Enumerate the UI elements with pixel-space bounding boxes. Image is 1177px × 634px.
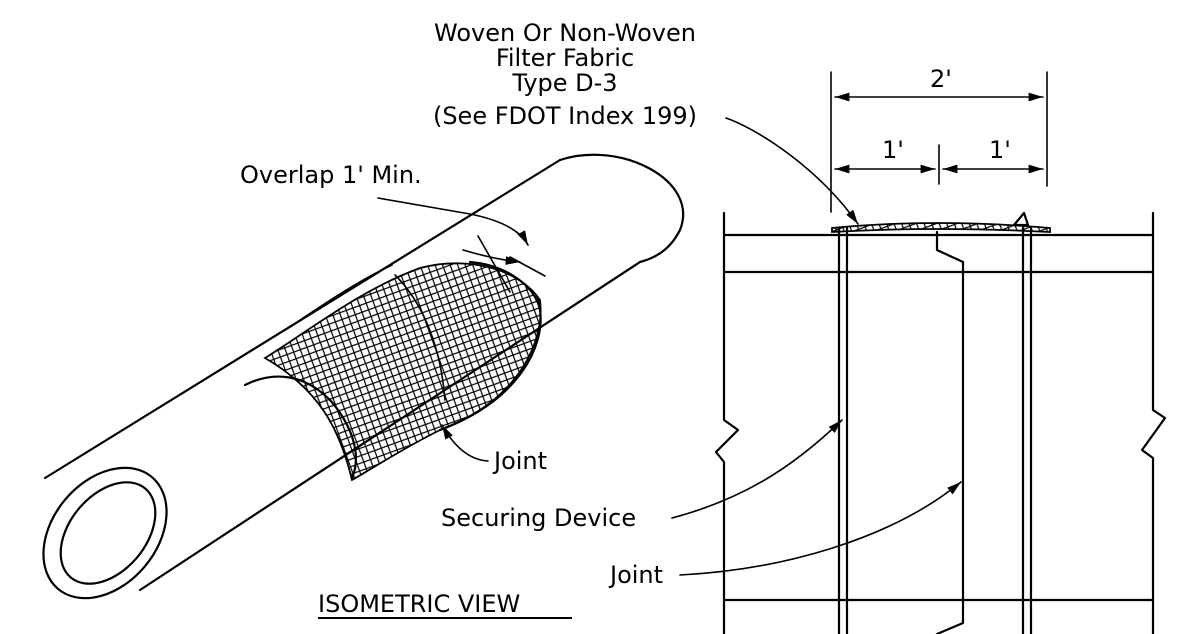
dim-overall: 2' — [930, 65, 952, 93]
fabric-note-line3: Type D-3 — [511, 69, 617, 97]
pipe-joint-curve — [299, 264, 393, 321]
joint-iso-label: Joint — [492, 447, 547, 475]
securing-device-label: Securing Device — [441, 504, 636, 532]
fabric-note-line1: Woven Or Non-Woven — [434, 19, 696, 47]
joint-section-label: Joint — [608, 561, 663, 589]
joint-section-leader — [679, 481, 962, 576]
pipe-end-outer — [42, 466, 168, 600]
fabric-seam — [394, 274, 446, 401]
fabric-edge-right — [438, 260, 542, 432]
section-view — [714, 211, 1167, 634]
fabric-note: Woven Or Non-Woven Filter Fabric Type D-… — [433, 19, 697, 130]
joint-iso-leader — [441, 424, 489, 462]
fabric-mesh — [263, 262, 542, 482]
pipe-end-inner — [59, 481, 157, 585]
fabric-wrap — [243, 260, 542, 482]
fabric-edge-left — [243, 375, 357, 480]
fabric-note-line4: (See FDOT Index 199) — [433, 102, 697, 130]
dim-right-half: 1' — [989, 136, 1011, 164]
section-dimensions: 2' 1' 1' — [830, 65, 1048, 213]
section-fabric — [831, 222, 1051, 233]
securing-device-leader — [671, 419, 843, 519]
pipe-far-end — [558, 153, 685, 264]
view-title: ISOMETRIC VIEW — [318, 590, 520, 618]
dim-left-half: 1' — [882, 136, 904, 164]
overlap-dimension — [377, 197, 546, 293]
fabric-note-leader — [725, 117, 859, 225]
fabric-note-line2: Filter Fabric — [496, 44, 634, 72]
overlap-label: Overlap 1' Min. — [240, 161, 422, 189]
